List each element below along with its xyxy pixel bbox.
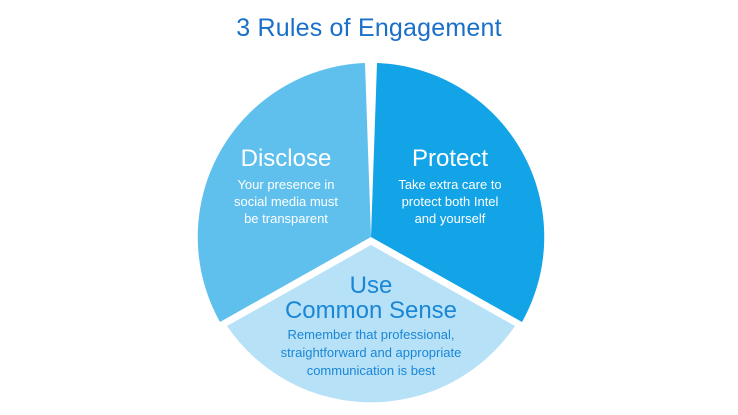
common-sense-desc-line-2: straightforward and appropriate xyxy=(281,345,462,360)
protect-desc-line-2: protect both Intel xyxy=(402,194,499,209)
common-sense-desc-line-1: Remember that professional, xyxy=(288,327,455,342)
disclose-desc-line-2: social media must xyxy=(234,194,338,209)
protect-segment xyxy=(371,63,545,322)
common-sense-desc-line-3: communication is best xyxy=(307,363,436,378)
disclose-desc-line-1: Your presence in xyxy=(237,177,334,192)
common-sense-title-line-1: Use xyxy=(350,272,393,299)
protect-desc-line-3: and yourself xyxy=(415,211,486,226)
common-sense-segment xyxy=(227,245,515,403)
protect-desc-line-1: Take extra care to xyxy=(398,177,501,192)
common-sense-title-line-2: Common Sense xyxy=(285,297,457,324)
disclose-desc-line-3: be transparent xyxy=(244,211,328,226)
disclose-title: Disclose xyxy=(241,145,332,172)
disclose-segment xyxy=(197,63,371,322)
diagram-title: 3 Rules of Engagement xyxy=(236,14,502,42)
protect-title: Protect xyxy=(412,145,488,172)
